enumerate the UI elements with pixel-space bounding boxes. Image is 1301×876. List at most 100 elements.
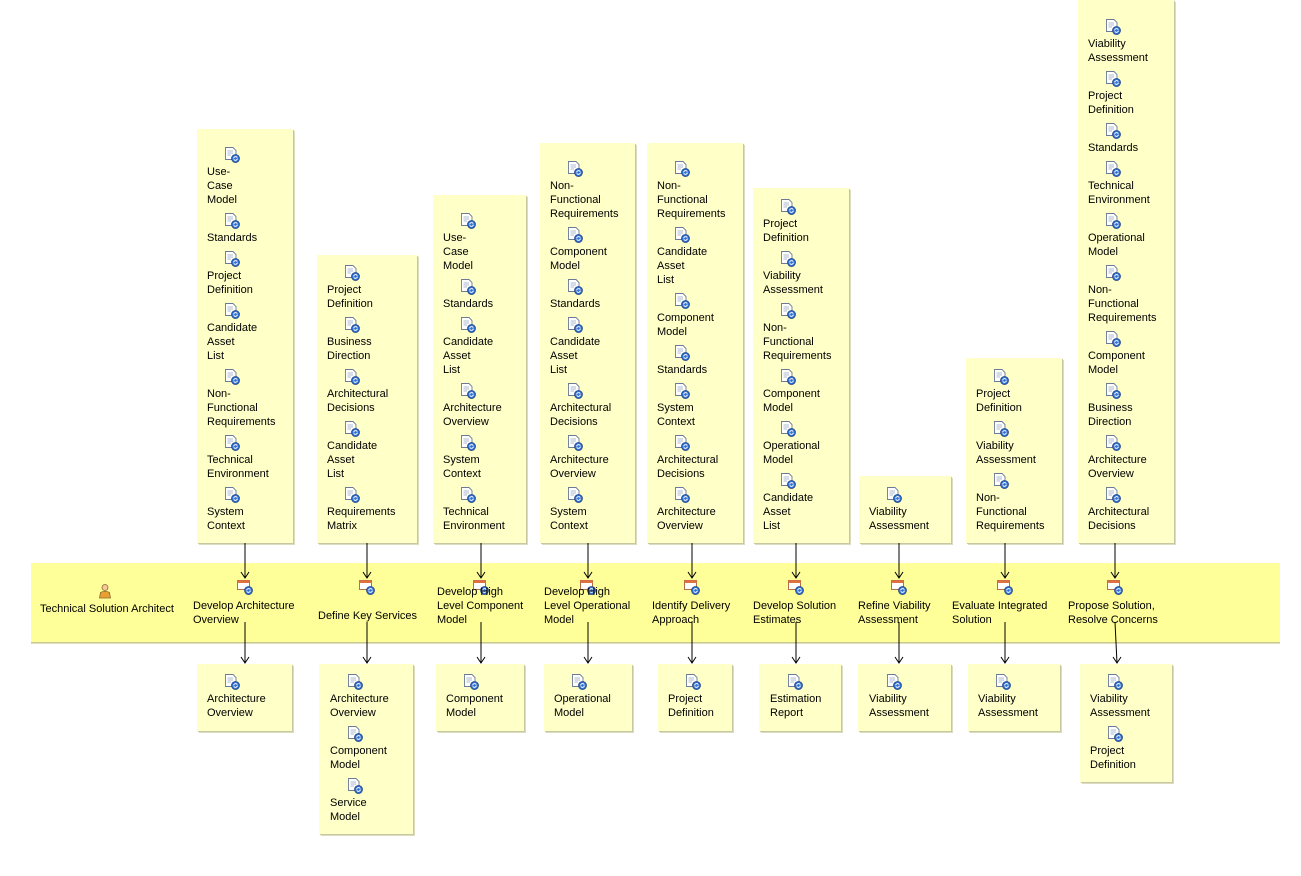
task-label: Refine Viability Assessment: [858, 600, 931, 626]
artifact-icon: [887, 487, 902, 503]
input-artifact-label: Non- Functional Requirements: [1088, 284, 1157, 324]
input-artifact-label: Architectural Decisions: [1088, 506, 1150, 532]
output-artifact-label: Component Model: [330, 745, 387, 771]
input-artifact-label: Component Model: [1088, 350, 1145, 376]
artifact-icon: [994, 369, 1009, 385]
arrow-head: [894, 656, 904, 664]
artifact-icon: [225, 674, 240, 690]
artifact-icon: [1106, 435, 1121, 451]
task-label: Identify Delivery Approach: [652, 600, 731, 626]
input-artifact-label: System Context: [443, 454, 481, 480]
input-artifact-label: Architecture Overview: [1088, 454, 1147, 480]
artifact-icon: [994, 421, 1009, 437]
task-icon: [237, 580, 253, 595]
input-artifacts-box: [753, 188, 849, 543]
arrow-head: [583, 656, 593, 664]
role-label: Technical Solution Architect: [40, 603, 174, 615]
task-label: Propose Solution, Resolve Concerns: [1068, 600, 1158, 626]
artifact-icon: [225, 487, 240, 503]
input-artifact-label: Architectural Decisions: [550, 402, 612, 428]
output-artifact-label: Viability Assessment: [978, 693, 1038, 719]
input-artifact-label: Viability Assessment: [976, 440, 1036, 466]
task-icon: [359, 580, 375, 595]
artifact-icon: [348, 726, 363, 742]
artifact-icon: [225, 147, 240, 163]
artifact-icon: [1108, 726, 1123, 742]
artifact-icon: [568, 161, 583, 177]
artifact-icon: [788, 674, 803, 690]
role-icon: [99, 584, 111, 599]
input-artifact-label: Technical Environment: [207, 454, 269, 480]
artifact-icon: [348, 778, 363, 794]
artifact-icon: [225, 213, 240, 229]
artifact-icon: [675, 293, 690, 309]
input-artifact-label: Operational Model: [1088, 232, 1145, 258]
artifact-icon: [1106, 383, 1121, 399]
artifact-icon: [461, 279, 476, 295]
artifact-icon: [1106, 71, 1121, 87]
output-artifacts-box: [436, 664, 524, 731]
output-artifact-label: Viability Assessment: [869, 693, 929, 719]
artifact-icon: [568, 227, 583, 243]
input-artifacts-box: [317, 255, 417, 543]
artifact-icon: [568, 279, 583, 295]
output-artifacts-box: [858, 664, 951, 731]
artifact-icon: [887, 674, 902, 690]
input-artifact-label: Architecture Overview: [550, 454, 609, 480]
output-artifact-label: Estimation Report: [770, 693, 822, 719]
task-icon: [997, 580, 1013, 595]
input-artifact-label: Viability Assessment: [869, 506, 929, 532]
artifact-icon: [568, 487, 583, 503]
artifact-icon: [675, 435, 690, 451]
output-artifacts-box: [544, 664, 632, 731]
input-artifact-label: Requirements Matrix: [327, 506, 396, 532]
input-artifact-label: Project Definition: [327, 284, 373, 310]
input-artifact-label: Project Definition: [207, 270, 253, 296]
artifact-icon: [781, 421, 796, 437]
input-artifact-label: Architecture Overview: [657, 506, 716, 532]
arrow-head: [240, 571, 250, 579]
artifact-icon: [675, 487, 690, 503]
artifact-icon: [461, 487, 476, 503]
artifact-icon: [461, 435, 476, 451]
arrow-head: [894, 571, 904, 579]
arrow-head: [1000, 571, 1010, 579]
task-label: Develop Solution Estimates: [753, 600, 837, 626]
arrow-head: [476, 656, 486, 664]
arrow-head: [1000, 656, 1010, 664]
artifact-icon: [996, 674, 1011, 690]
artifact-icon: [1106, 487, 1121, 503]
input-artifact-label: Standards: [657, 364, 708, 376]
artifact-icon: [225, 303, 240, 319]
input-artifact-label: Viability Assessment: [1088, 38, 1148, 64]
artifact-icon: [994, 473, 1009, 489]
output-artifact-label: Project Definition: [668, 693, 714, 719]
artifact-icon: [675, 161, 690, 177]
output-artifact-label: Project Definition: [1090, 745, 1136, 771]
input-artifact-label: Candidate Asset List: [443, 336, 494, 376]
input-artifact-label: Project Definition: [976, 388, 1022, 414]
input-artifact-label: Technical Environment: [1088, 180, 1150, 206]
input-artifact-label: Standards: [550, 298, 601, 310]
arrow-head: [240, 656, 250, 664]
input-artifact-label: Component Model: [550, 246, 607, 272]
task-label: Develop High Level Component Model: [437, 586, 524, 626]
artifact-icon: [1106, 265, 1121, 281]
input-artifact-label: Use- Case Model: [443, 232, 473, 272]
artifact-icon: [675, 383, 690, 399]
output-artifact-label: Component Model: [446, 693, 503, 719]
input-artifact-label: Architectural Decisions: [327, 388, 389, 414]
input-artifact-label: Business Direction: [327, 336, 372, 362]
input-artifact-label: Operational Model: [763, 440, 820, 466]
input-artifact-label: Candidate Asset List: [763, 492, 814, 532]
artifact-icon: [568, 383, 583, 399]
artifact-icon: [781, 473, 796, 489]
input-artifact-label: Business Direction: [1088, 402, 1133, 428]
input-artifact-label: Use- Case Model: [207, 166, 237, 206]
artifact-icon: [225, 435, 240, 451]
connector-line: [1114, 621, 1118, 664]
input-artifact-label: Candidate Asset List: [207, 322, 258, 362]
input-artifacts-box: [859, 476, 951, 543]
output-artifacts-box: [197, 664, 292, 731]
artifact-icon: [781, 303, 796, 319]
